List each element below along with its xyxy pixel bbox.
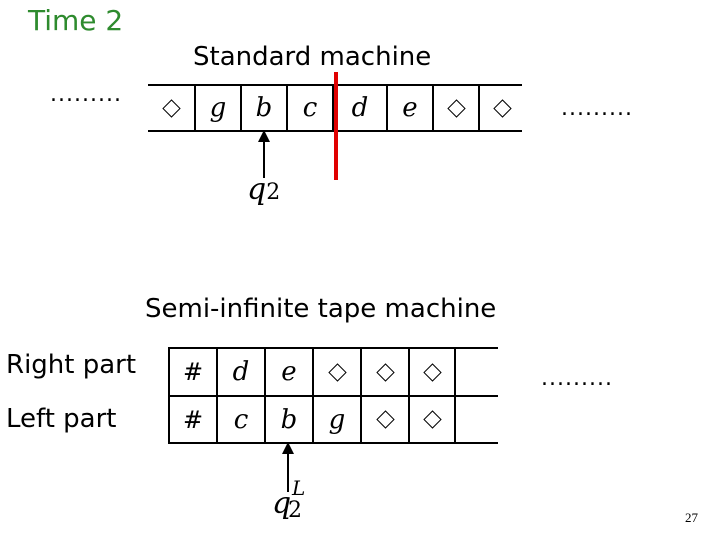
semi-tape-divider: [360, 347, 362, 444]
right-part-cell: [314, 349, 360, 395]
right-part-cell: [410, 349, 454, 395]
semi-right-dots: .........: [541, 366, 613, 391]
standard-cell: [480, 86, 524, 130]
semi-tape-middle-line: [168, 395, 498, 397]
standard-cell: e: [402, 93, 418, 123]
time-label: Time 2: [28, 4, 124, 37]
standard-head-arrow-icon: [258, 130, 270, 178]
blank-symbol-icon: [327, 362, 347, 382]
semi-tape-divider: [408, 347, 410, 444]
standard-machine-title: Standard machine: [193, 42, 432, 72]
standard-cell: d: [351, 93, 369, 123]
left-part-cell: #: [182, 405, 204, 434]
standard-tape-divider: [432, 84, 434, 132]
left-part-cell: g: [328, 404, 346, 435]
left-part-cell: b: [280, 404, 298, 435]
left-part-label: Left part: [6, 404, 117, 434]
blank-symbol-icon: [375, 410, 395, 429]
semi-tape-top-line: [168, 347, 498, 349]
standard-tape-divider: [478, 84, 480, 132]
tape-split-marker: [334, 72, 338, 180]
standard-right-dots: .........: [561, 96, 633, 121]
left-part-cell: [362, 397, 408, 442]
standard-tape-divider: [286, 84, 288, 132]
right-part-cell: [362, 349, 408, 395]
standard-head-state: q2: [247, 172, 281, 207]
standard-cell: c: [302, 93, 318, 123]
semi-tape-divider: [454, 347, 456, 444]
standard-left-dots: .........: [50, 82, 122, 107]
blank-symbol-icon: [446, 98, 466, 118]
right-part-cell: d: [232, 357, 250, 387]
left-part-cell: [410, 397, 454, 442]
semi-tape-divider: [216, 347, 218, 444]
standard-cell: g: [209, 93, 227, 123]
blank-symbol-icon: [422, 362, 442, 382]
right-part-cell: e: [281, 357, 297, 387]
blank-symbol-icon: [375, 362, 395, 382]
semi-tape-divider: [168, 347, 170, 444]
right-part-label: Right part: [6, 350, 137, 380]
standard-tape-divider: [240, 84, 242, 132]
standard-cell: b: [255, 93, 273, 123]
left-part-cell: c: [233, 404, 249, 435]
right-part-cell: #: [182, 358, 204, 386]
semi-tape-divider: [264, 347, 266, 444]
blank-symbol-icon: [422, 410, 442, 429]
standard-cell: [148, 86, 194, 130]
semi-tape-divider: [312, 347, 314, 444]
blank-symbol-icon: [492, 98, 512, 118]
standard-tape-divider: [332, 84, 334, 132]
blank-symbol-icon: [161, 98, 181, 118]
standard-cell: [434, 86, 478, 130]
semi-infinite-title: Semi-infinite tape machine: [145, 294, 497, 324]
standard-tape-divider: [386, 84, 388, 132]
semi-head-arrow-icon: [282, 442, 294, 492]
semi-head-state: q 2 L: [272, 476, 306, 523]
standard-tape-divider: [194, 84, 196, 132]
semi-tape-bottom-line: [168, 442, 498, 444]
page-number: 27: [685, 510, 698, 525]
